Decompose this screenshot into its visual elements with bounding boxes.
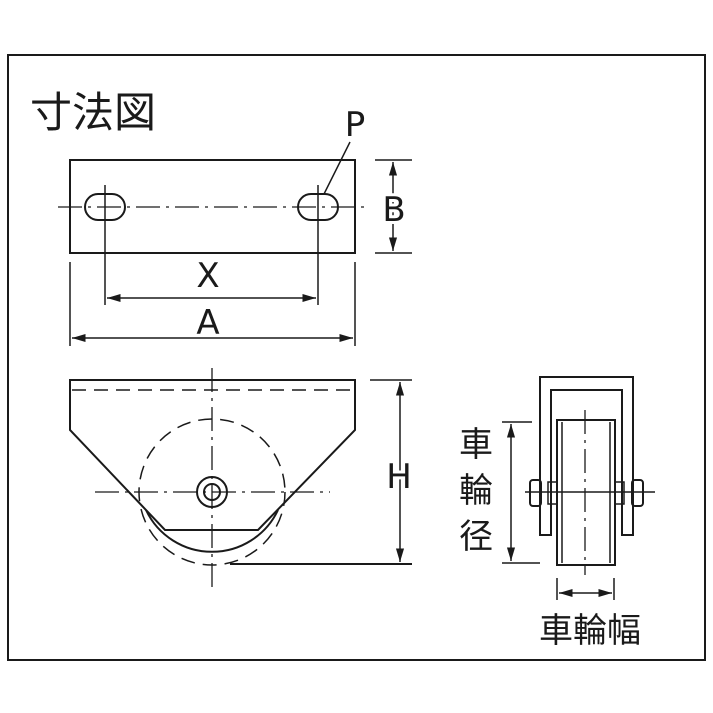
label-a: A bbox=[196, 303, 219, 343]
bracket-u bbox=[539, 376, 634, 536]
label-p: P bbox=[345, 105, 366, 145]
label-b: B bbox=[382, 190, 405, 230]
drawing-frame bbox=[7, 54, 706, 661]
bracket-outline bbox=[69, 379, 356, 531]
label-h: H bbox=[386, 457, 412, 497]
p-leader-line bbox=[323, 141, 351, 195]
label-wheel-diameter-3: 径 bbox=[459, 517, 493, 557]
top-view: X A P B bbox=[58, 105, 412, 346]
label-wheel-diameter-1: 車 bbox=[459, 425, 493, 465]
nut-right bbox=[631, 479, 644, 507]
wheel-visible-arc bbox=[145, 509, 279, 553]
label-x: X bbox=[196, 256, 219, 296]
bolt-head-left bbox=[529, 479, 542, 507]
label-wheel-width: 車輪幅 bbox=[539, 611, 641, 651]
side-view: H bbox=[69, 368, 415, 588]
front-view: 車 輪 径 車輪幅 bbox=[459, 376, 655, 651]
drawing-title: 寸法図 bbox=[30, 88, 156, 137]
label-wheel-diameter-2: 輪 bbox=[459, 471, 493, 511]
